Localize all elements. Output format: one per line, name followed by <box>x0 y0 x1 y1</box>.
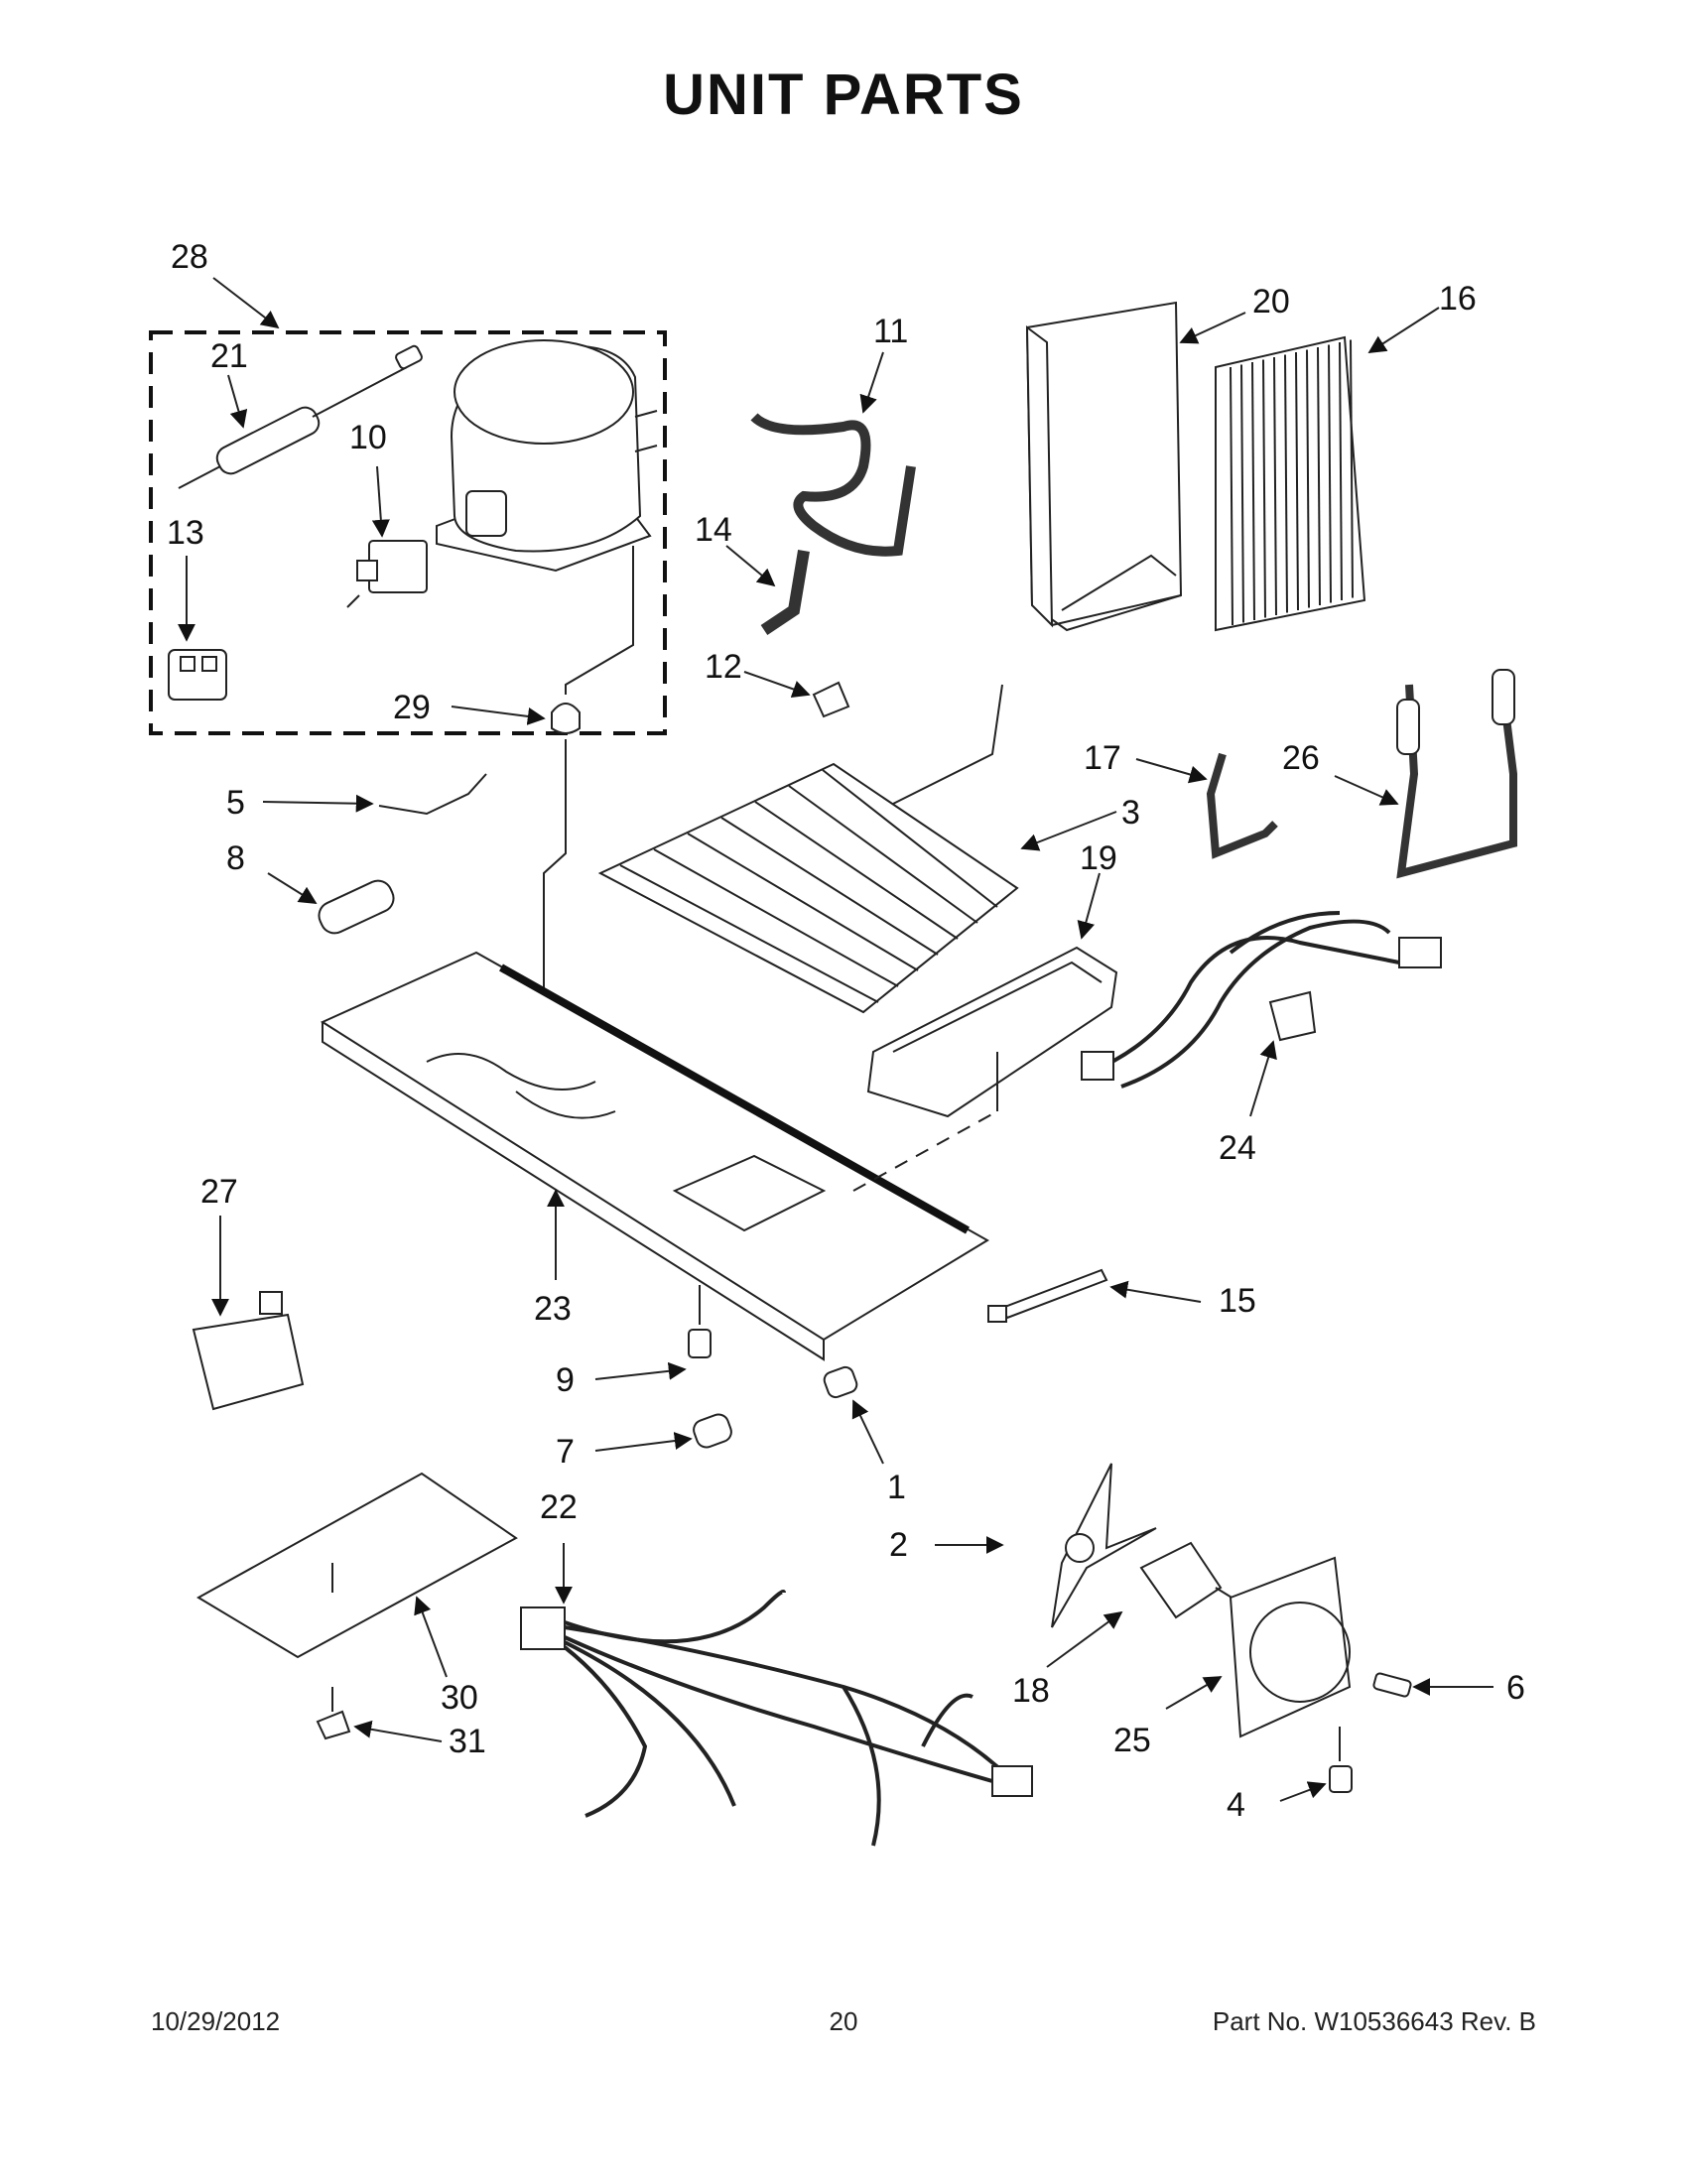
evaporator-fin <box>1251 361 1255 621</box>
part-31-clip <box>316 1710 351 1740</box>
evaporator-fin <box>1262 359 1266 618</box>
evaporator-fin <box>1284 354 1288 613</box>
part-2-fan-blade <box>1051 1463 1157 1628</box>
compressor <box>436 339 658 573</box>
part-10-overload <box>346 540 428 608</box>
part-4-screw <box>1329 1727 1353 1793</box>
part-16-evaporator <box>1215 335 1366 632</box>
leader-arrows <box>178 277 1493 1802</box>
callout-3: 3 <box>1121 794 1140 832</box>
part-21-filter-drier <box>178 344 423 489</box>
page-title: UNIT PARTS <box>663 63 1024 127</box>
condenser-coil-line <box>788 785 978 924</box>
callout-28: 28 <box>171 238 208 276</box>
callout-23: 23 <box>534 1290 572 1328</box>
evaporator-fin <box>1339 341 1343 601</box>
part-23-base-plate <box>320 951 998 1361</box>
part-12-clip <box>812 681 850 718</box>
compressor-assembly-box <box>149 330 667 735</box>
part-19-drain-pan <box>866 946 1118 1118</box>
callout-11: 11 <box>873 313 908 350</box>
callout-26: 26 <box>1282 739 1320 777</box>
part-17-tube <box>1206 752 1278 859</box>
part-26-drier-tube <box>1396 669 1517 879</box>
callout-24: 24 <box>1219 1129 1256 1167</box>
callout-9: 9 <box>556 1361 575 1399</box>
callout-12: 12 <box>705 648 742 686</box>
evaporator-fin <box>1350 339 1354 598</box>
evaporator-fin <box>1317 346 1321 606</box>
callout-21: 21 <box>210 337 248 375</box>
part-20-evaporator-cover <box>1025 301 1183 632</box>
part-14-tube <box>760 550 810 635</box>
callout-25: 25 <box>1113 1722 1151 1759</box>
callout-7: 7 <box>556 1433 575 1471</box>
condenser-coil-line <box>687 833 919 971</box>
part-30-pad <box>196 1472 518 1712</box>
part-3-condenser <box>597 684 1019 1014</box>
callout-15: 15 <box>1219 1282 1256 1320</box>
callout-20: 20 <box>1252 283 1290 321</box>
part-1-grommet <box>823 1365 858 1399</box>
condenser-coil-line <box>720 817 939 956</box>
evaporator-fin <box>1306 349 1310 608</box>
callout-19: 19 <box>1080 839 1117 877</box>
evaporator-fin <box>1328 344 1332 603</box>
part-7-grommet <box>693 1413 732 1449</box>
condenser-coil-line <box>619 864 879 1003</box>
callout-16: 16 <box>1439 280 1477 318</box>
condenser-coil-line <box>822 769 998 908</box>
callout-2: 2 <box>889 1526 908 1564</box>
callout-4: 4 <box>1227 1786 1245 1824</box>
part-13-relay <box>168 649 227 701</box>
callout-5: 5 <box>226 784 245 822</box>
callout-29: 29 <box>393 689 431 726</box>
condenser-coil-line <box>653 848 899 987</box>
evaporator-fin <box>1230 366 1233 626</box>
part-22-wire-harness <box>520 1590 1033 1847</box>
part-29-grommet <box>543 546 634 1087</box>
callout-30: 30 <box>441 1679 478 1717</box>
footer-date: 10/29/2012 <box>151 2006 281 2036</box>
footer-page-number: 20 <box>829 2006 858 2036</box>
footer-part-number: Part No. W10536643 Rev. B <box>1212 2006 1536 2036</box>
part-25-fan-bracket <box>1229 1556 1352 1738</box>
callout-27: 27 <box>200 1173 238 1211</box>
evaporator-fin <box>1295 351 1299 611</box>
evaporator-fin <box>1240 364 1244 623</box>
callout-18: 18 <box>1012 1672 1050 1710</box>
part-5-clip <box>378 773 487 816</box>
callout-22: 22 <box>540 1488 578 1526</box>
part-6-screw <box>1372 1672 1412 1698</box>
callout-labels: 28 21 10 13 29 11 14 12 20 16 17 3 26 19… <box>167 238 1525 1824</box>
part-27-control <box>192 1291 305 1411</box>
part-11-tube <box>750 413 916 557</box>
part-24-power-harness <box>1081 911 1442 1089</box>
callout-10: 10 <box>349 419 387 456</box>
part-9-screw <box>688 1285 712 1358</box>
part-15-tie-strap <box>987 1268 1108 1323</box>
condenser-coil-line <box>754 801 959 940</box>
callout-13: 13 <box>167 514 204 552</box>
part-8-grommet <box>318 879 395 935</box>
evaporator-fin <box>1273 356 1277 616</box>
callout-6: 6 <box>1506 1669 1525 1707</box>
callout-17: 17 <box>1084 739 1121 777</box>
callout-1: 1 <box>887 1469 906 1506</box>
callout-14: 14 <box>695 511 732 549</box>
callout-31: 31 <box>449 1723 486 1760</box>
callout-8: 8 <box>226 839 245 877</box>
